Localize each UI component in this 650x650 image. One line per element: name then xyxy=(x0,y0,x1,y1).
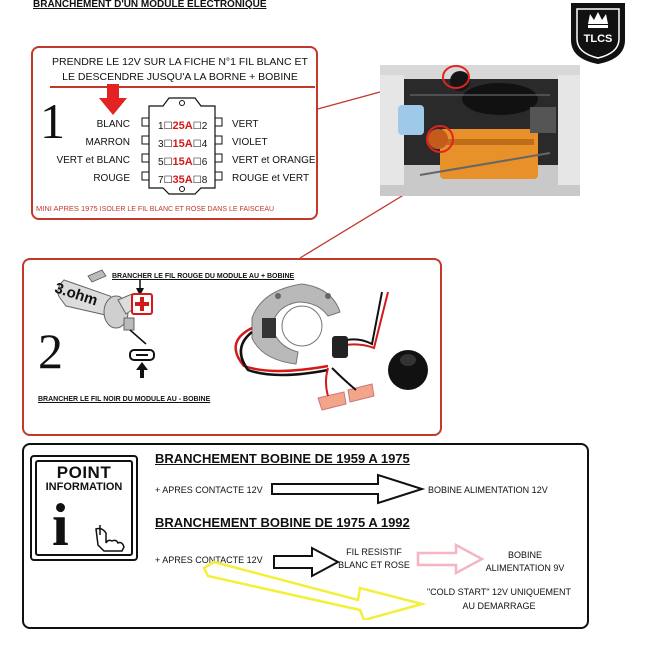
step2-bottom-instruction: BRANCHER LE FIL NOIR DU MODULE AU - BOBI… xyxy=(38,396,211,403)
left-wire-1: BLANC xyxy=(96,119,130,130)
pin-8: 8 xyxy=(201,175,208,186)
badge-line1: POINT xyxy=(56,463,112,482)
engine-photo xyxy=(380,65,580,196)
pin-3: 3 xyxy=(158,139,164,150)
step2-number: 2 xyxy=(38,323,63,379)
fuse-box-outline xyxy=(141,97,223,195)
section2-to-line2: ALIMENTATION 9V xyxy=(485,563,565,573)
section1-to: BOBINE ALIMENTATION 12V xyxy=(428,485,548,495)
fuse-row-4: 7☐35A☐8 xyxy=(158,174,208,186)
pin-5: 5 xyxy=(158,157,164,168)
step2-top-instruction: BRANCHER LE FIL ROUGE DU MODULE AU + BOB… xyxy=(112,273,295,280)
fuse-row-1: 1☐25A☐2 xyxy=(158,120,208,132)
step1-underline xyxy=(50,86,315,88)
section2-cold-start: "COLD START" 12V UNIQUEMENT AU DEMARRAGE xyxy=(414,585,584,613)
step1-footnote: MINI APRES 1975 ISOLER LE FIL BLANC ET R… xyxy=(36,204,274,213)
fuse-2: 15A xyxy=(172,138,193,150)
pointing-hand-icon xyxy=(95,525,125,552)
section2-cold-line2: AU DEMARRAGE xyxy=(462,601,536,611)
section2-mid: FIL RESISTIF BLANC ET ROSE xyxy=(334,546,414,572)
step1-panel xyxy=(31,46,318,220)
right-wire-2: VIOLET xyxy=(232,137,268,148)
section1-from: + APRES CONTACTE 12V xyxy=(155,485,263,495)
pin-2: 2 xyxy=(201,121,208,132)
tlcs-logo: TLCS xyxy=(568,0,628,65)
section2-title: BRANCHEMENT BOBINE DE 1975 A 1992 xyxy=(155,515,410,530)
pin-1: 1 xyxy=(158,121,164,132)
fuse-1: 25A xyxy=(172,120,193,132)
fuse-box xyxy=(139,96,225,196)
pin-4: 4 xyxy=(201,139,208,150)
section2-cold-line1: "COLD START" 12V UNIQUEMENT xyxy=(426,587,572,597)
right-wire-3: VERT et ORANGE xyxy=(232,155,316,166)
section2-yellow-arrow-icon xyxy=(202,560,427,620)
red-down-arrow-icon xyxy=(99,84,127,115)
right-wire-4: ROUGE et VERT xyxy=(232,173,310,184)
step1-footnote-a: MINI APRES 1975 xyxy=(36,204,98,213)
logo-text: TLCS xyxy=(583,33,613,45)
pin-7: 7 xyxy=(158,175,164,186)
section2-to: BOBINE ALIMENTATION 9V xyxy=(480,549,570,575)
left-wire-3: VERT et BLANC xyxy=(56,155,130,166)
step1-instruction: PRENDRE LE 12V SUR LA FICHE N°1 FIL BLAN… xyxy=(50,55,310,85)
section2-from: + APRES CONTACTE 12V xyxy=(155,555,263,565)
section2-black-arrow-icon xyxy=(273,546,341,578)
section2-mid-line1: FIL RESISTIF xyxy=(346,547,402,557)
left-wire-4: ROUGE xyxy=(93,173,130,184)
section2-pink-arrow-icon xyxy=(416,543,485,575)
step1-instruction-line2: LE DESCENDRE JUSQU'A LA BORNE + BOBINE xyxy=(62,71,298,83)
pin-6: 6 xyxy=(201,157,208,168)
section2-to-line1: BOBINE xyxy=(507,550,542,560)
section1-arrow-icon xyxy=(271,473,426,505)
step1-footnote-b: ISOLER LE FIL BLANC ET ROSE DANS LE FAIS… xyxy=(99,206,275,213)
engine-bay-image xyxy=(380,65,580,196)
section1-title: BRANCHEMENT BOBINE DE 1959 A 1975 xyxy=(155,451,410,466)
section2-mid-line2: BLANC ET ROSE xyxy=(338,560,410,570)
step1-instruction-line1: PRENDRE LE 12V SUR LA FICHE N°1 FIL BLAN… xyxy=(52,56,308,68)
point-information-badge: POINT INFORMATION i xyxy=(30,455,138,561)
fuse-4: 35A xyxy=(172,174,193,186)
right-wire-1: VERT xyxy=(232,119,259,130)
crown-shield-icon xyxy=(571,3,625,65)
fuse-row-3: 5☐15A☐6 xyxy=(158,156,208,168)
page-title: BRANCHEMENT D'UN MODULE ELECTRONIQUE xyxy=(33,0,267,10)
badge-line2: INFORMATION xyxy=(45,481,123,493)
electronic-module-photo xyxy=(234,283,428,411)
ignition-coil-drawing xyxy=(57,269,155,378)
photo-highlights xyxy=(426,65,470,153)
fuse-row-2: 3☐15A☐4 xyxy=(158,138,208,150)
step1-number: 1 xyxy=(40,93,65,149)
fuse-3: 15A xyxy=(172,156,193,168)
badge-letter: i xyxy=(52,492,69,558)
left-wire-2: MARRON xyxy=(85,137,130,148)
